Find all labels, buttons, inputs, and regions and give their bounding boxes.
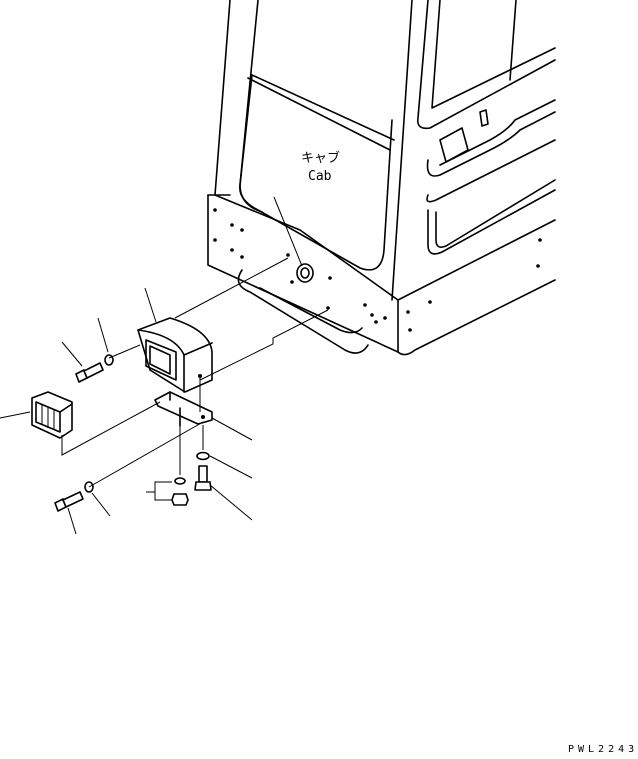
- cab-label-english: Cab: [308, 169, 332, 184]
- callout-leaders: [0, 287, 253, 535]
- bolt-lower: [54, 491, 84, 512]
- bolt-vertical: [194, 465, 212, 491]
- bolt-upper: [75, 362, 104, 383]
- cab-body: [207, 0, 556, 356]
- cab-label-japanese: キャブ: [301, 150, 340, 166]
- drawing-code: PWL2243: [568, 744, 638, 755]
- nut-center: [171, 493, 189, 506]
- assembly-lines: [61, 257, 329, 488]
- mount-plate: [154, 391, 213, 427]
- lamp-bracket: [137, 317, 213, 393]
- work-lamp: [31, 391, 73, 439]
- washer-right: [196, 451, 210, 461]
- washer-center: [174, 477, 186, 485]
